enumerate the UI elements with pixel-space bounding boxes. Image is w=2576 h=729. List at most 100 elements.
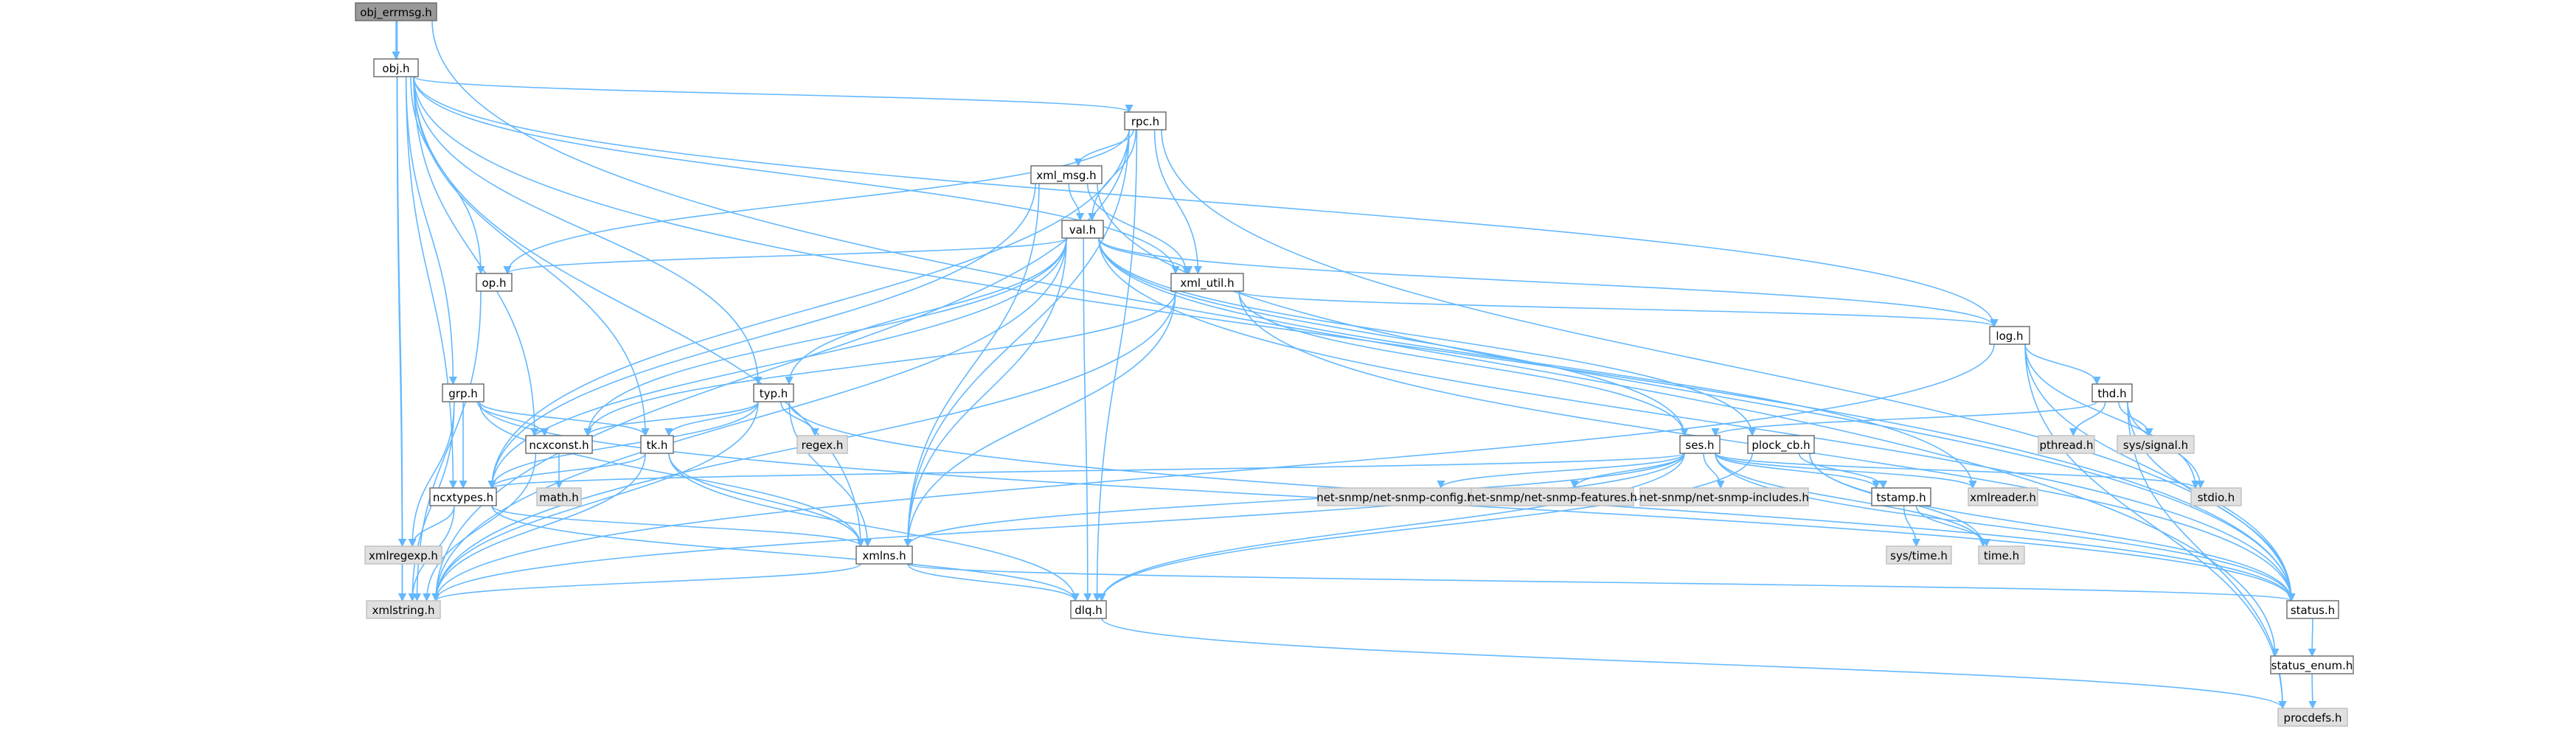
node-box: [2117, 435, 2195, 454]
edge-xml_msg-to-ncxtypes: [487, 183, 1036, 489]
node-log[interactable]: log.h: [1989, 326, 2030, 345]
edge-obj-to-ncxconst: [413, 76, 539, 437]
edge-plock_cb-to-status: [1809, 453, 2296, 602]
node-xml_util[interactable]: xml_util.h: [1170, 273, 1244, 292]
node-xmlregexp: xmlregexp.h: [364, 545, 442, 565]
edge-tk-to-xmlns: [668, 453, 865, 548]
edge-thd-to-sys_signal: [2118, 401, 2153, 437]
node-dlq[interactable]: dlq.h: [1070, 600, 1107, 619]
edge-val-to-dlq: [1083, 237, 1092, 602]
edge-log-to-stdio: [2024, 343, 2200, 489]
node-box: [1471, 487, 1634, 506]
edge-typ-to-ncxconst: [583, 401, 759, 437]
edge-rpc-to-xmlns: [903, 129, 1130, 548]
edge-rpc-to-ncxtypes: [487, 129, 1130, 489]
node-box: [536, 487, 582, 506]
edge-log-to-xmlstring: [431, 343, 1995, 602]
edge-grp-to-xmlns: [479, 401, 865, 548]
node-box: [640, 435, 674, 454]
node-label: xml_msg.h: [1036, 169, 1096, 183]
node-label: net-snmp/net-snmp-includes.h: [1639, 491, 1809, 504]
node-op[interactable]: op.h: [476, 273, 513, 292]
node-box: [796, 435, 848, 454]
edge-ses-to-xmlreader: [1715, 453, 1977, 489]
edge-plock_cb-to-dlq: [1097, 453, 1753, 602]
node-label: plock_cb.h: [1752, 439, 1810, 453]
node-label: grp.h: [448, 387, 478, 400]
node-status_enum[interactable]: status_enum.h: [2270, 655, 2354, 674]
node-box: [1968, 487, 2038, 506]
edge-ses-to-xmlstring: [431, 453, 1685, 602]
edge-val-to-op: [503, 237, 1067, 275]
node-obj_errmsg: obj_errmsg.h: [355, 2, 437, 21]
node-box: [2091, 383, 2133, 402]
edge-grp-to-xmlregexp: [408, 401, 455, 548]
node-label: net-snmp/net-snmp-config.h: [1316, 491, 1474, 504]
edge-val-to-ncxconst: [583, 237, 1067, 437]
node-typ[interactable]: typ.h: [753, 383, 794, 402]
node-box: [1070, 600, 1107, 619]
node-ses[interactable]: ses.h: [1679, 435, 1721, 454]
node-box: [1317, 487, 1473, 506]
node-rpc[interactable]: rpc.h: [1124, 111, 1167, 130]
node-ncxconst[interactable]: ncxconst.h: [525, 435, 593, 454]
node-box: [364, 545, 442, 565]
node-box: [1170, 273, 1244, 292]
edge-ses-to-nsincludes: [1703, 453, 1725, 489]
node-box: [2190, 487, 2242, 506]
node-box: [525, 435, 593, 454]
edge-obj-to-xmlstring: [396, 76, 407, 602]
node-label: tk.h: [647, 439, 668, 452]
edge-status-to-status_enum: [2308, 618, 2316, 658]
node-box: [2038, 435, 2095, 454]
edge-xml_msg-to-val: [1068, 183, 1085, 222]
edge-ses-to-status: [1715, 453, 2296, 602]
edge-log-to-status: [2024, 343, 2296, 602]
edge-tstamp-to-time: [1915, 505, 1991, 548]
node-label: tstamp.h: [1876, 491, 1926, 504]
edge-thd-to-ses: [1711, 401, 2097, 437]
node-obj[interactable]: obj.h: [373, 58, 419, 77]
node-tk[interactable]: tk.h: [640, 435, 674, 454]
node-label: xmlreader.h: [1970, 491, 2036, 504]
node-label: ncxtypes.h: [433, 491, 493, 504]
node-label: sys/signal.h: [2123, 439, 2188, 452]
node-grp[interactable]: grp.h: [442, 383, 485, 402]
node-ncxtypes[interactable]: ncxtypes.h: [429, 487, 497, 506]
edge-typ-to-ncxtypes: [487, 401, 759, 489]
edge-obj-to-tk: [413, 76, 650, 437]
edge-val-to-status: [1098, 237, 2296, 602]
edges-layer: [392, 20, 2317, 710]
node-thd[interactable]: thd.h: [2091, 383, 2133, 402]
edge-rpc-to-xmlstring: [431, 129, 1130, 602]
edge-xmlns-to-status: [907, 563, 2295, 602]
node-xmlns[interactable]: xmlns.h: [855, 545, 913, 565]
node-tstamp[interactable]: tstamp.h: [1871, 487, 1931, 506]
node-nsconfig: net-snmp/net-snmp-config.h: [1316, 487, 1474, 506]
node-label: op.h: [482, 276, 507, 290]
node-plock_cb[interactable]: plock_cb.h: [1747, 435, 1815, 454]
node-box: [476, 273, 513, 292]
edge-grp-to-tk: [479, 401, 650, 437]
node-label: xmlregexp.h: [369, 549, 438, 562]
edge-obj-to-typ: [413, 76, 763, 386]
node-box: [1639, 487, 1809, 506]
edge-val-to-xml_util: [1098, 237, 1193, 275]
node-box: [366, 600, 441, 619]
edge-plock_cb-to-tstamp: [1798, 453, 1888, 489]
node-nsincludes: net-snmp/net-snmp-includes.h: [1639, 487, 1809, 506]
edge-val-to-ses: [1098, 237, 1689, 437]
node-pthread: pthread.h: [2038, 435, 2095, 454]
node-label: val.h: [1069, 223, 1097, 237]
node-val[interactable]: val.h: [1061, 220, 1104, 239]
edge-typ-to-regex: [780, 401, 819, 437]
edge-obj-to-grp: [405, 76, 457, 386]
node-label: dlq.h: [1075, 604, 1103, 617]
node-label: xmlns.h: [862, 549, 906, 562]
node-status[interactable]: status.h: [2286, 600, 2339, 619]
edge-obj-to-status: [413, 76, 2296, 602]
edge-typ-to-xmlns: [788, 401, 872, 548]
edge-obj-to-log: [413, 76, 1999, 328]
node-box: [1124, 111, 1167, 130]
node-xml_msg[interactable]: xml_msg.h: [1030, 165, 1103, 184]
